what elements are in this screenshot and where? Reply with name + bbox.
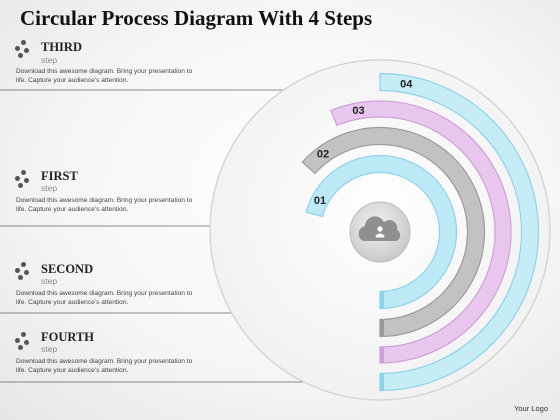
arc-number-04: 04: [400, 78, 413, 90]
dots-icon: [14, 170, 34, 190]
dots-icon: [14, 40, 34, 60]
step-description: Download this awesome diagram. Bring you…: [16, 68, 193, 84]
step-title: SECOND: [41, 262, 94, 276]
cloud-user-icon: [358, 216, 401, 241]
arc-03-end-tab: [380, 347, 384, 363]
dots-icon: [14, 262, 34, 282]
step-title: FOURTH: [41, 330, 95, 344]
arc-number-03: 03: [352, 105, 364, 117]
arc-04-end-tab: [380, 373, 384, 391]
arc-01-end-tab: [380, 291, 384, 309]
arc-number-01: 01: [314, 195, 326, 207]
step-description: Download this awesome diagram. Bring you…: [16, 197, 193, 213]
arc-02-end-tab: [380, 319, 384, 337]
step-subtitle: step: [41, 55, 58, 65]
step-subtitle: step: [41, 276, 58, 286]
page-title: Circular Process Diagram With 4 Steps: [20, 6, 373, 30]
logo-text: Your Logo: [514, 404, 548, 413]
step-title: FIRST: [41, 169, 78, 183]
arcs-layer: 04 03 02 01: [301, 72, 540, 392]
step-description: Download this awesome diagram. Bring you…: [16, 290, 193, 306]
step-title: THIRD: [41, 40, 82, 54]
step-description: Download this awesome diagram. Bring you…: [16, 358, 193, 374]
step-subtitle: step: [41, 183, 58, 193]
dots-icon: [14, 332, 34, 352]
step-subtitle: step: [41, 344, 58, 354]
arc-number-02: 02: [317, 149, 329, 161]
